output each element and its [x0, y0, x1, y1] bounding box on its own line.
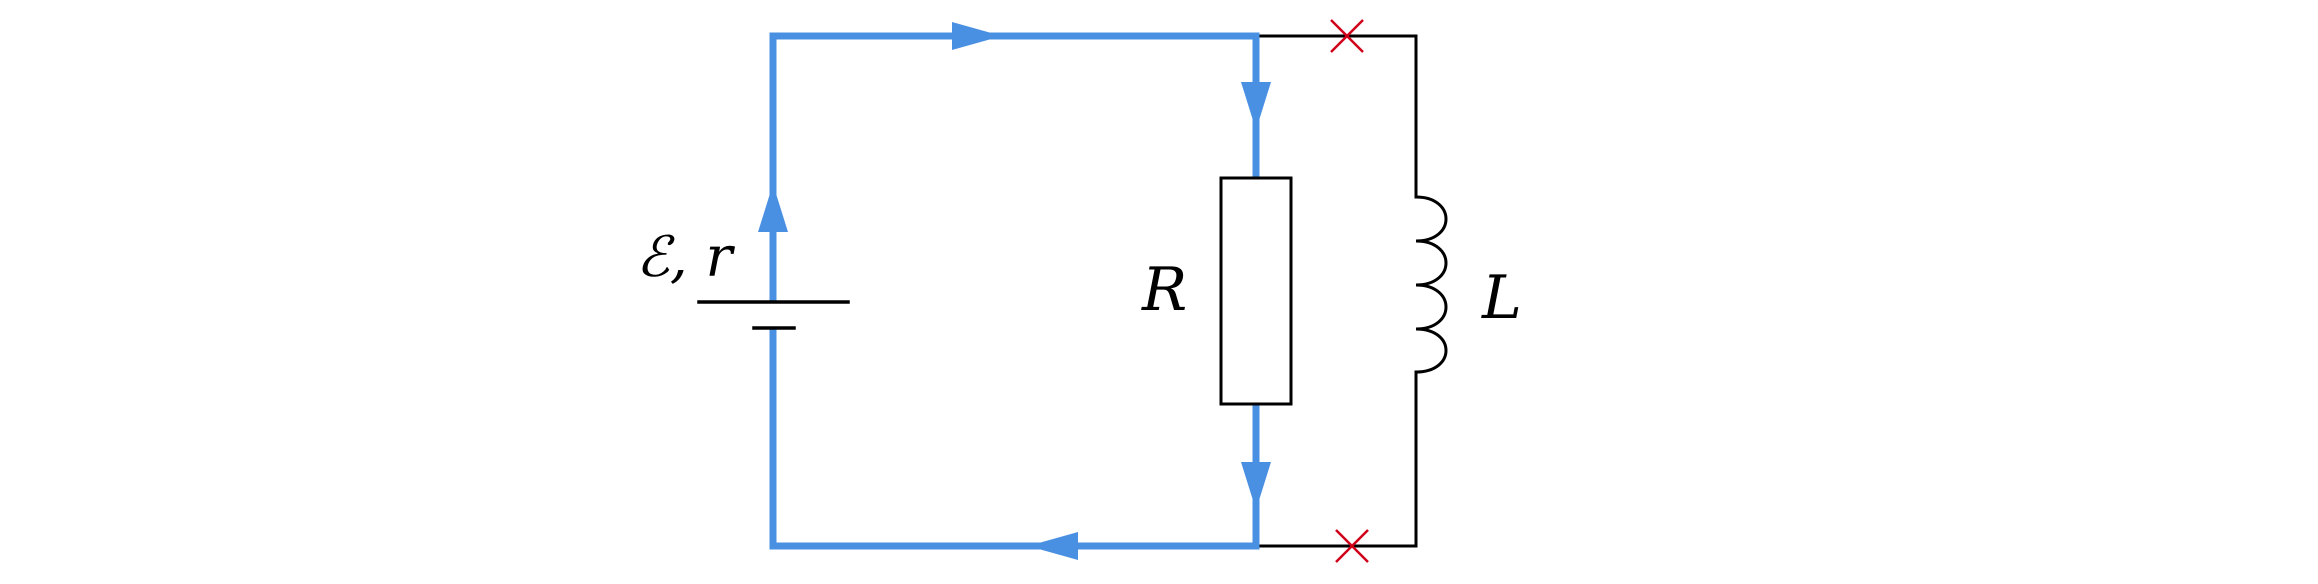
current-loop-bottom [769, 326, 1260, 550]
source-label: ℰ, r [636, 225, 736, 290]
cross-mark-icon [1330, 19, 1364, 53]
resistor-icon [1219, 176, 1293, 406]
inductor-coil-icon [1414, 195, 1448, 374]
arrowhead-icon [758, 184, 788, 232]
arrowhead-icon [1241, 462, 1271, 510]
arrowhead-icon [952, 22, 1002, 50]
current-path [758, 22, 1271, 560]
inductor-label: L [1481, 263, 1522, 333]
resistor-label: R [1141, 255, 1187, 325]
inductor-branch [1254, 34, 1448, 548]
battery-icon [697, 300, 850, 330]
arrowhead-icon [1028, 532, 1078, 560]
arrowhead-icon [1241, 82, 1271, 130]
cross-mark-icon [1335, 529, 1369, 563]
